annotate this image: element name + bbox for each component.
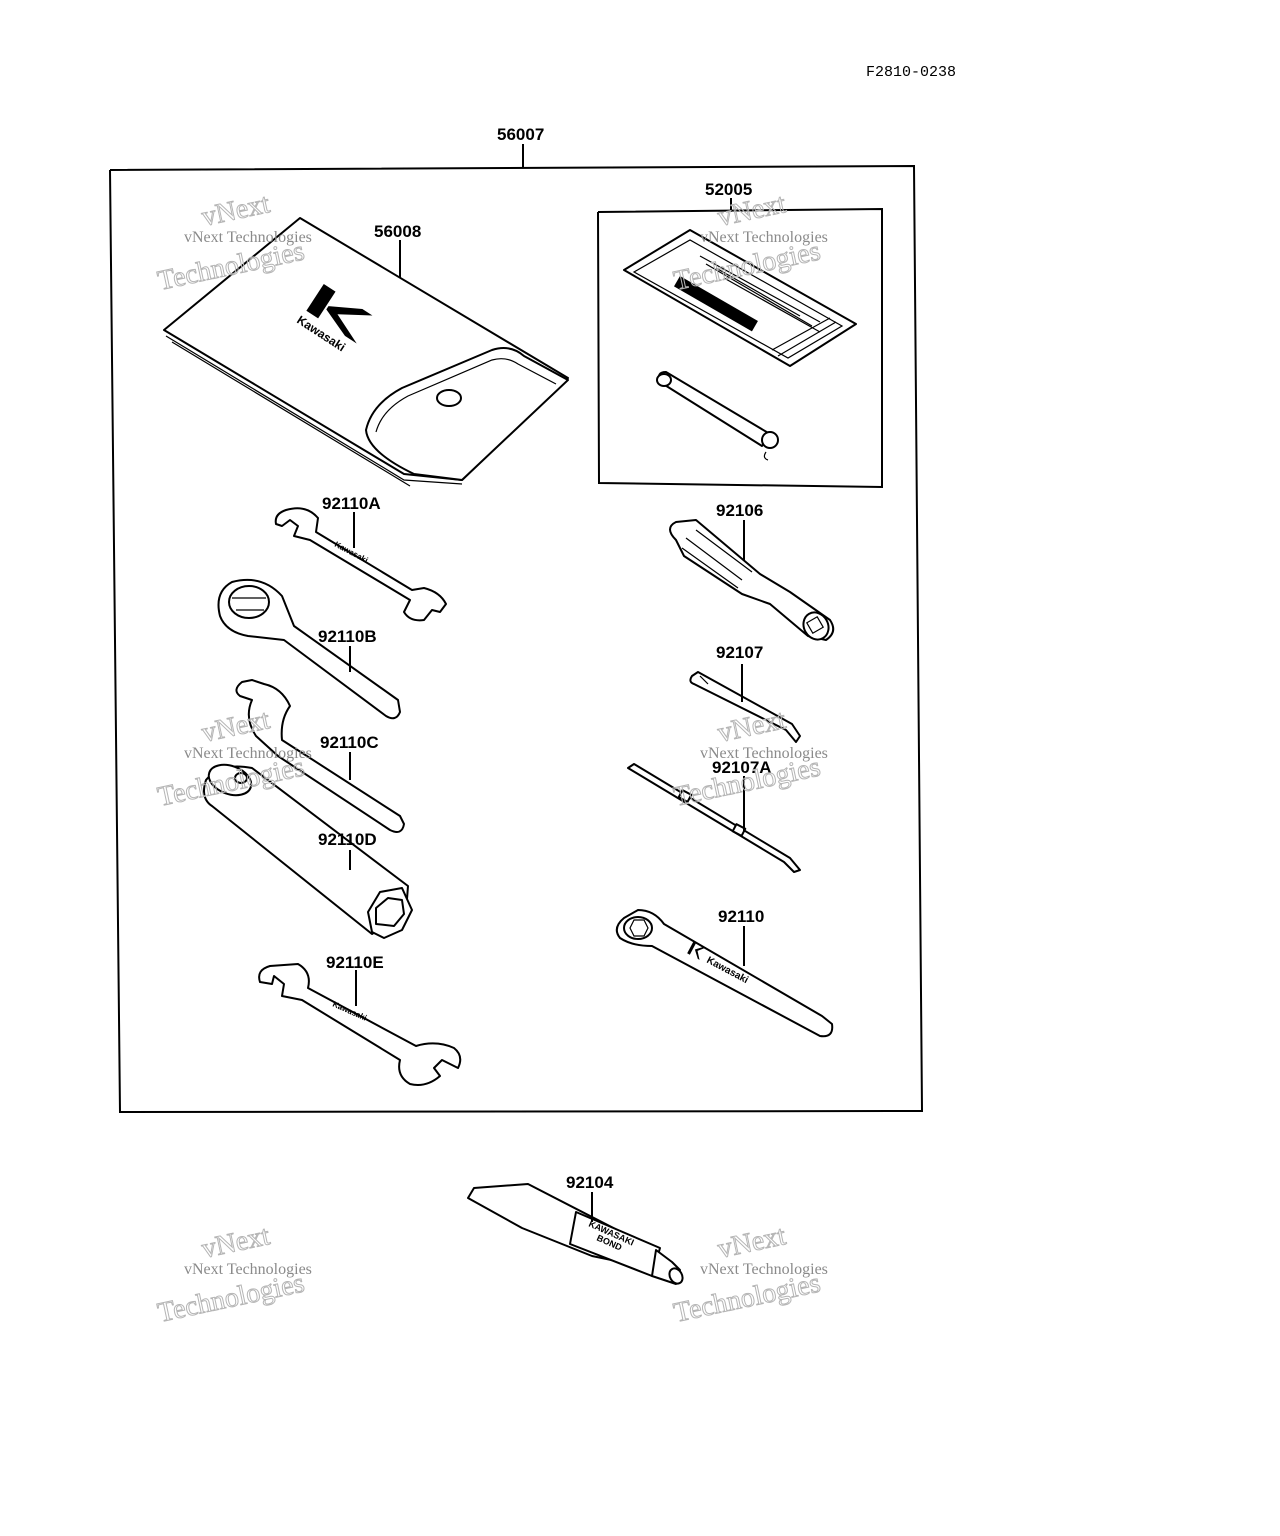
svg-text:vNext: vNext (199, 1220, 273, 1265)
drawing-code: F2810-0238 (866, 64, 956, 81)
label-handle[interactable]: 92106 (716, 501, 763, 520)
label-wrench-e[interactable]: 92110E (326, 953, 384, 972)
svg-text:vNext: vNext (199, 188, 273, 233)
label-bond[interactable]: 92104 (566, 1173, 614, 1192)
wrench-92110: Kawasaki 92110 (615, 907, 834, 1038)
svg-text:vNext Technologies: vNext Technologies (700, 1261, 828, 1278)
driver-handle-92106: 92106 (669, 501, 835, 641)
label-pouch[interactable]: 56008 (374, 222, 421, 241)
wrench-92110b: 92110B (217, 578, 401, 720)
kawasaki-logo (306, 283, 373, 344)
svg-text:vNext Technologies: vNext Technologies (184, 229, 312, 246)
svg-text:vNext Technologies: vNext Technologies (184, 745, 312, 762)
label-wrench-d[interactable]: 92110D (318, 830, 377, 849)
watermark-bottom-left: vNext vNext Technologies Technologies (155, 1220, 312, 1330)
svg-text:vNext Technologies: vNext Technologies (700, 745, 828, 762)
svg-text:vNext: vNext (715, 704, 789, 749)
label-driver-a[interactable]: 92107A (712, 758, 772, 777)
wrench-92110d: 92110D (203, 763, 413, 939)
watermark-mid-right: vNext vNext Technologies Technologies (671, 704, 828, 814)
label-manual-set[interactable]: 52005 (705, 180, 752, 199)
label-kit[interactable]: 56007 (497, 125, 544, 144)
driver-92107: 92107 (689, 643, 801, 743)
label-wrench-a[interactable]: 92110A (322, 494, 381, 513)
label-wrench[interactable]: 92110 (718, 907, 764, 926)
wrench-92110e: Kawasaki 92110E (258, 953, 462, 1086)
watermark-bottom-right: vNext vNext Technologies Technologies (671, 1220, 828, 1330)
owners-manual (623, 229, 857, 367)
kit-box: 56007 (109, 125, 924, 1114)
svg-text:vNext Technologies: vNext Technologies (700, 229, 828, 246)
label-driver[interactable]: 92107 (716, 643, 763, 662)
tool-pouch: Kawasaki 56008 (163, 217, 569, 487)
bond-tube-92104: KAWASAKI BOND 92104 (467, 1173, 684, 1285)
label-wrench-b[interactable]: 92110B (318, 627, 377, 646)
label-wrench-c[interactable]: 92110C (320, 733, 379, 752)
manual-set-box: 52005 (597, 180, 883, 489)
manual-tube (656, 371, 779, 461)
wrench-92110a: Kawasaki 92110A (274, 494, 447, 622)
svg-text:vNext: vNext (715, 1220, 789, 1265)
svg-text:vNext Technologies: vNext Technologies (184, 1261, 312, 1278)
driver-92107a: 92107A (627, 758, 801, 873)
wrench-92110c: 92110C (235, 679, 405, 833)
